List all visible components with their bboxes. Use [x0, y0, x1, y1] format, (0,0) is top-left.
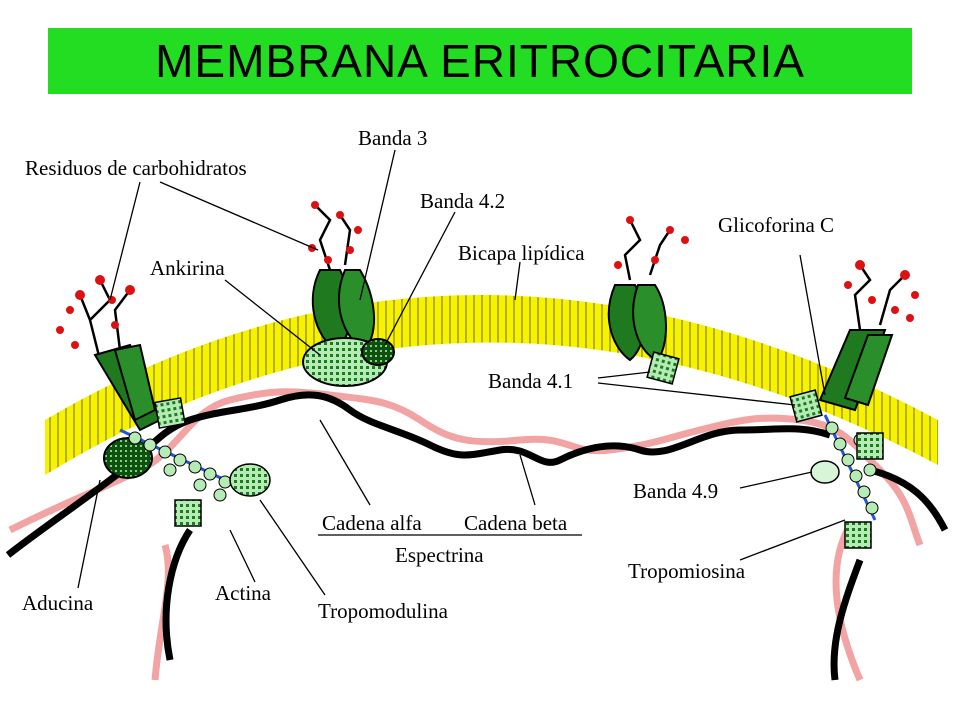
label-ankirina: Ankirina — [150, 256, 225, 280]
spectrin-black-right — [869, 466, 949, 532]
spectrin-black-lower-left — [162, 528, 193, 661]
label-tropomiosina: Tropomiosina — [628, 559, 746, 583]
spectrin-pink-strand-right — [832, 523, 864, 682]
label-espectrina: Espectrina — [395, 543, 484, 567]
label-banda-4-9: Banda 4.9 — [633, 479, 718, 503]
leader-lines — [77, 149, 846, 596]
label-banda-3: Banda 3 — [358, 126, 427, 150]
label-cadena-alfa: Cadena alfa — [322, 511, 422, 535]
right-junction — [789, 260, 919, 549]
label-actina: Actina — [215, 581, 272, 605]
label-bicapa-lipidica: Bicapa lipídica — [458, 241, 585, 265]
lipid-bilayer — [45, 295, 938, 475]
title-background — [48, 28, 912, 94]
middle-protein — [607, 216, 689, 385]
label-residuos-carbohidratos: Residuos de carbohidratos — [25, 156, 247, 180]
page-title: MEMBRANA ERITROCITARIA — [155, 35, 805, 87]
label-tropomodulina: Tropomodulina — [318, 599, 449, 623]
label-banda-4-2: Banda 4.2 — [420, 189, 505, 213]
spectrin-black-right-lower — [830, 558, 864, 681]
spectrin-pink-strand — [8, 388, 924, 547]
band3-complex — [302, 201, 395, 387]
label-cadena-beta: Cadena beta — [464, 511, 568, 535]
label-aducina: Aducina — [22, 591, 94, 615]
label-glicoforina-c: Glicoforina C — [718, 213, 834, 237]
label-banda-4-1: Banda 4.1 — [488, 369, 573, 393]
